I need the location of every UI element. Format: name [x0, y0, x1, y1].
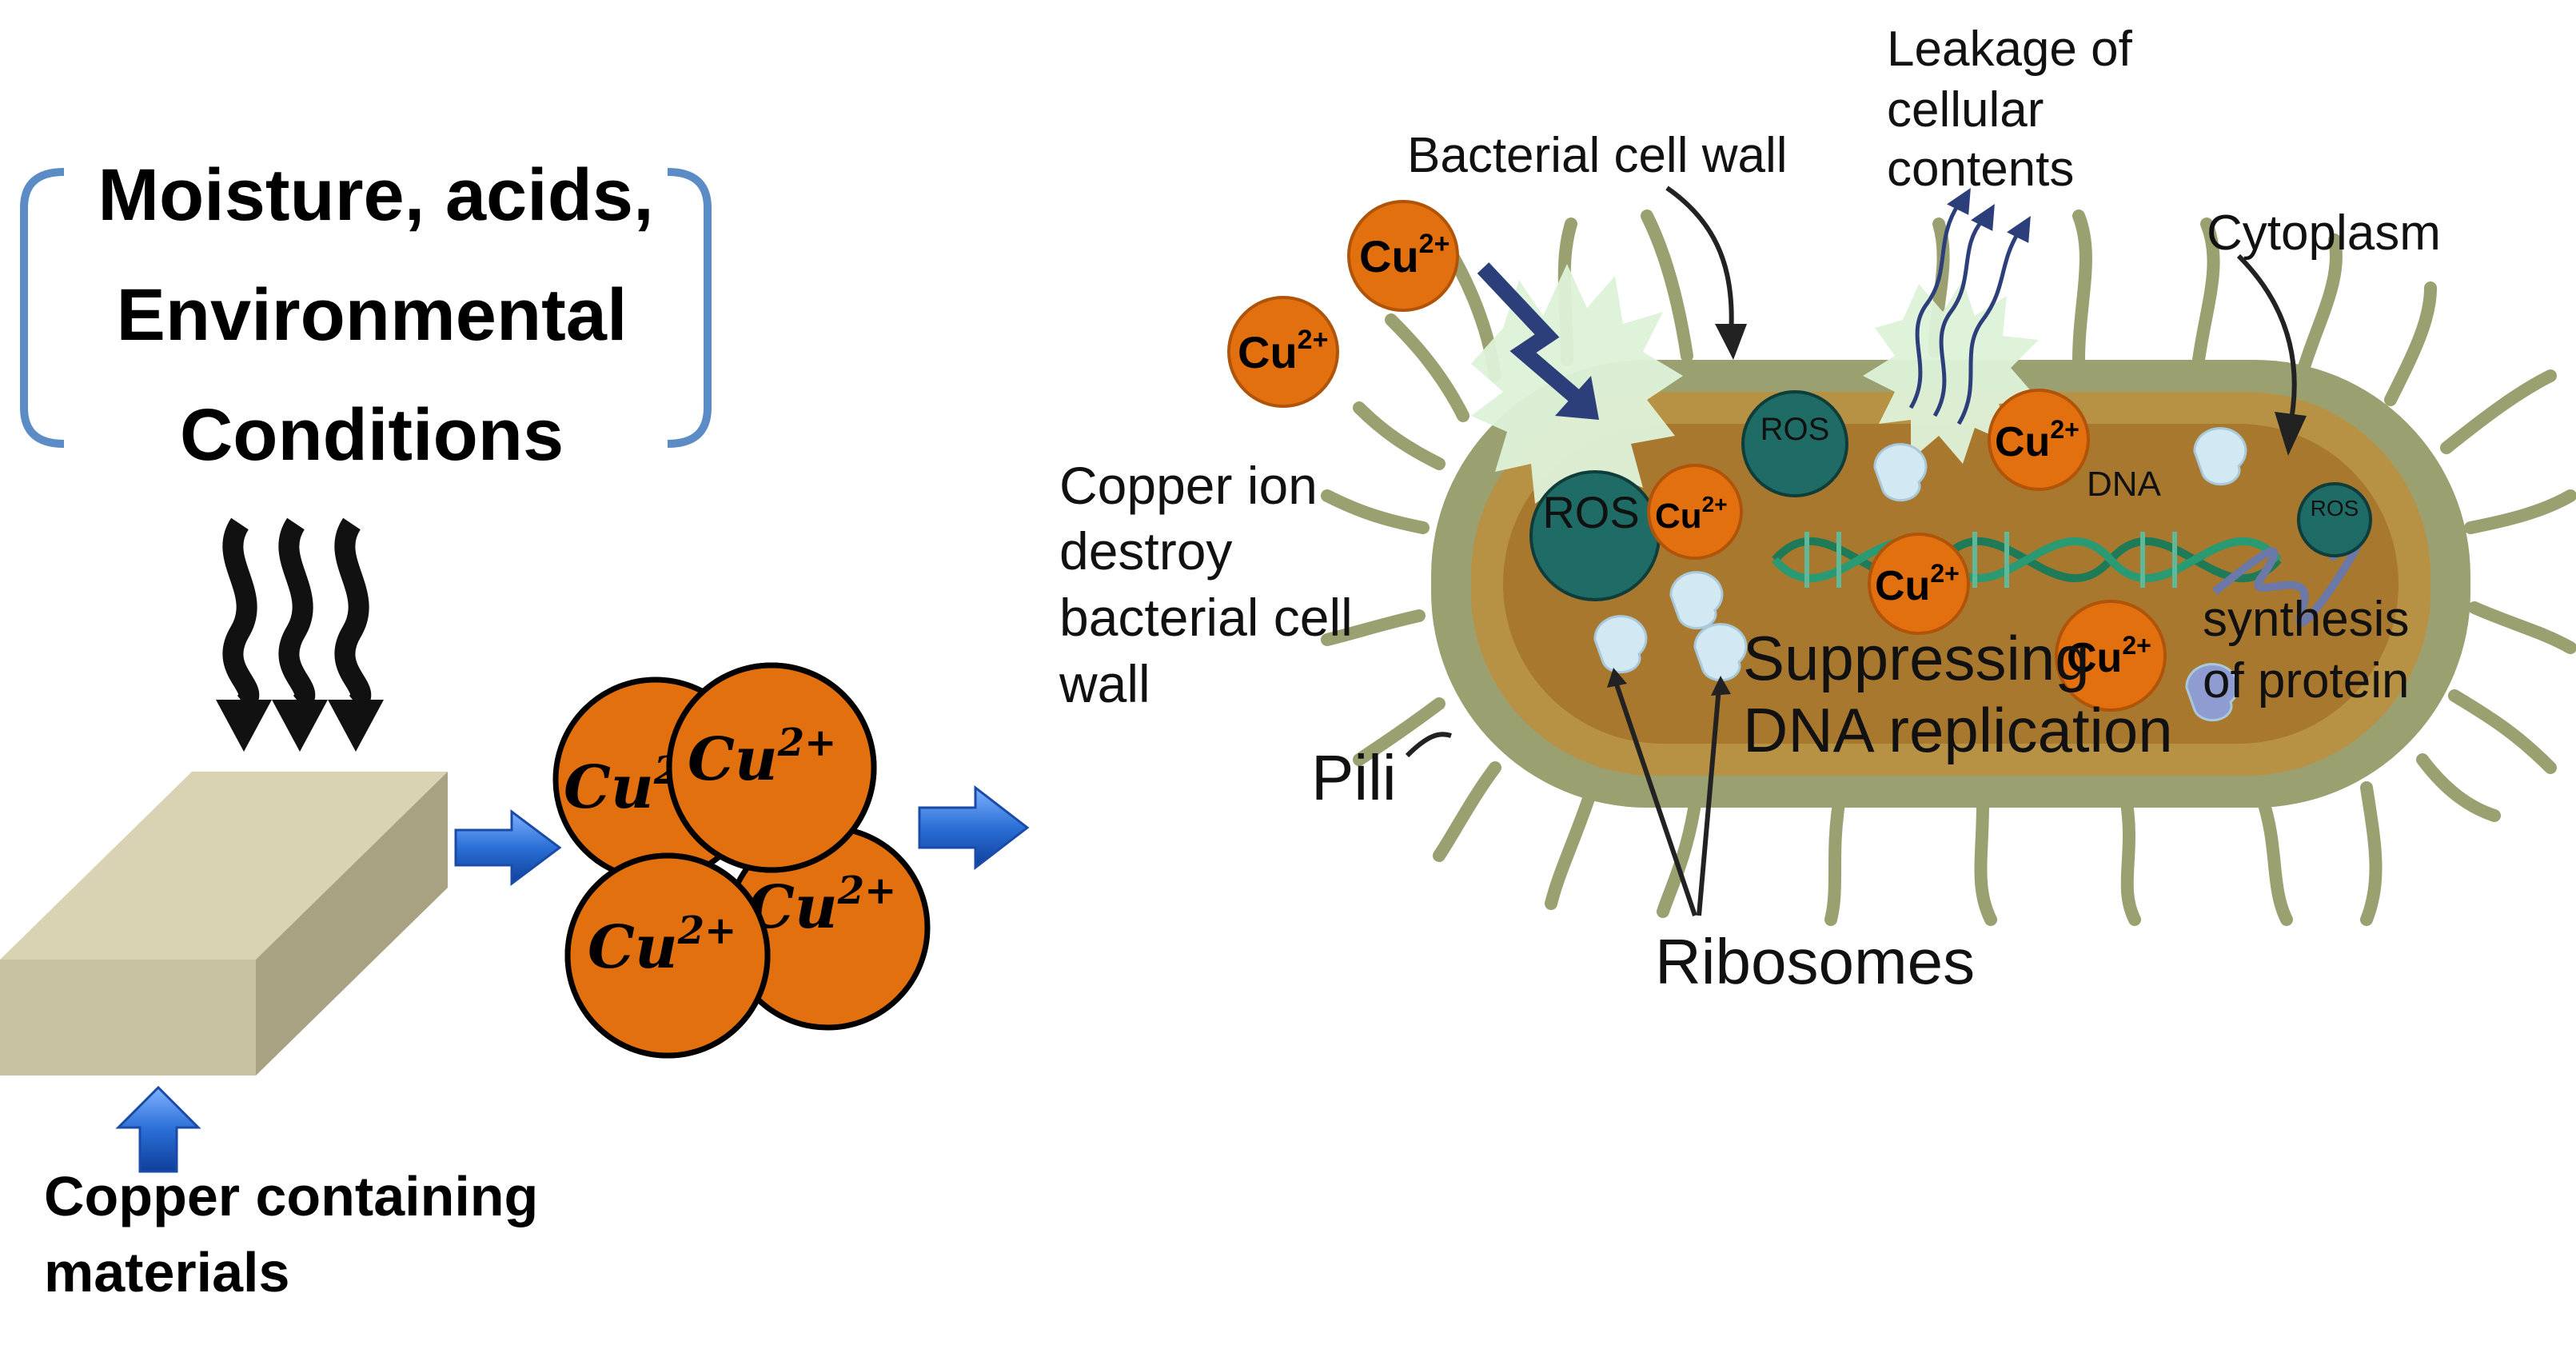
label-copper-ion-3: bacterial cell — [1059, 588, 1353, 647]
dna-helix — [1772, 532, 2282, 588]
label-copper-ion-1: Copper ion — [1059, 456, 1318, 515]
svg-text:Cu2+: Cu2+ — [1995, 415, 2080, 465]
ion-label-front-1: Cu2+ — [688, 720, 836, 794]
arrow-right-icon — [918, 784, 1030, 871]
cu-ion: Cu2+ — [1227, 296, 1339, 408]
label-leakage-2: cellular — [1887, 82, 2044, 138]
svg-text:ROS: ROS — [1761, 412, 1830, 447]
svg-text:Cu2+: Cu2+ — [1238, 325, 1328, 377]
svg-text:Cu2+: Cu2+ — [1359, 229, 1449, 281]
arrow-up-icon — [115, 1085, 201, 1173]
environment-bracket-group: Moisture, acids, Environmental Condition… — [20, 154, 712, 476]
label-suppressing-1: Suppressing — [1743, 623, 2090, 693]
wavy-arrows — [216, 517, 384, 752]
arrow-right-icon — [454, 809, 562, 886]
cu-ion: Cu2+ — [1347, 200, 1459, 312]
label-leakage-1: Leakage of — [1887, 22, 2133, 77]
wavy-arrow-icon — [216, 517, 272, 752]
label-pili: Pili — [1311, 742, 1397, 813]
ion-label-front-2: Cu2+ — [588, 908, 736, 982]
ribosome-icon — [1693, 623, 1748, 682]
svg-text:Cu2+: Cu2+ — [2067, 631, 2151, 681]
svg-text:ROS: ROS — [2311, 496, 2359, 521]
material-label-2: materials — [44, 1241, 289, 1303]
lightning-arrow-icon — [1477, 262, 1599, 420]
environment-line-2: Environmental — [116, 274, 627, 356]
svg-text:Cu2+: Cu2+ — [1875, 559, 1960, 609]
environment-line-1: Moisture, acids, — [98, 154, 653, 236]
environment-line-3: Conditions — [180, 394, 564, 476]
ribosome-icon — [2185, 663, 2239, 722]
cu-ion: Cu2+ — [1647, 464, 1743, 560]
ribosome-icon — [1593, 615, 1648, 674]
right-bracket — [667, 168, 712, 448]
svg-text:ROS: ROS — [1542, 487, 1639, 537]
copper-material-block — [0, 772, 448, 1076]
copper-ion-cluster: Cu2+ Cu2+ Cu2+ Cu2+ — [552, 662, 931, 1059]
left-bracket — [20, 168, 65, 448]
label-bacterial-cell-wall: Bacterial cell wall — [1407, 128, 1788, 183]
wavy-arrow-icon — [272, 517, 328, 752]
cu-ion: Cu2+ — [2055, 600, 2167, 712]
ros-bubble: ROS — [1529, 470, 1661, 601]
wavy-arrow-icon — [328, 517, 384, 752]
label-copper-ion-4: wall — [1059, 654, 1150, 713]
label-suppressing-2: DNA replication — [1743, 695, 2173, 765]
cu-ion: Cu2+ — [1988, 389, 2090, 491]
ros-bubble: ROS — [2297, 482, 2372, 557]
label-ribosomes: Ribosomes — [1655, 926, 1975, 997]
leakage-arrows — [1908, 187, 2031, 425]
pointer-arrows — [1405, 186, 2307, 916]
label-synthesis-1: synthesis — [2203, 592, 2409, 647]
ribosome-icon — [2193, 427, 2247, 486]
label-leakage-3: contents — [1887, 142, 2074, 197]
ribosome-icon — [1669, 571, 1724, 630]
ribosomes-group — [1593, 427, 2247, 722]
ros-bubble: ROS — [1741, 390, 1848, 497]
label-dna: DNA — [2087, 465, 2162, 504]
material-label-1: Copper containing — [44, 1165, 538, 1227]
label-copper-ion-2: destroy — [1059, 521, 1232, 581]
label-synthesis-2: of protein — [2203, 653, 2410, 708]
ribosome-icon — [1873, 443, 1928, 502]
ion-label-back-2: Cu2+ — [748, 868, 896, 942]
label-cytoplasm: Cytoplasm — [2207, 206, 2441, 261]
cu-ion: Cu2+ — [1868, 533, 1970, 635]
svg-text:Cu2+: Cu2+ — [1655, 492, 1728, 536]
